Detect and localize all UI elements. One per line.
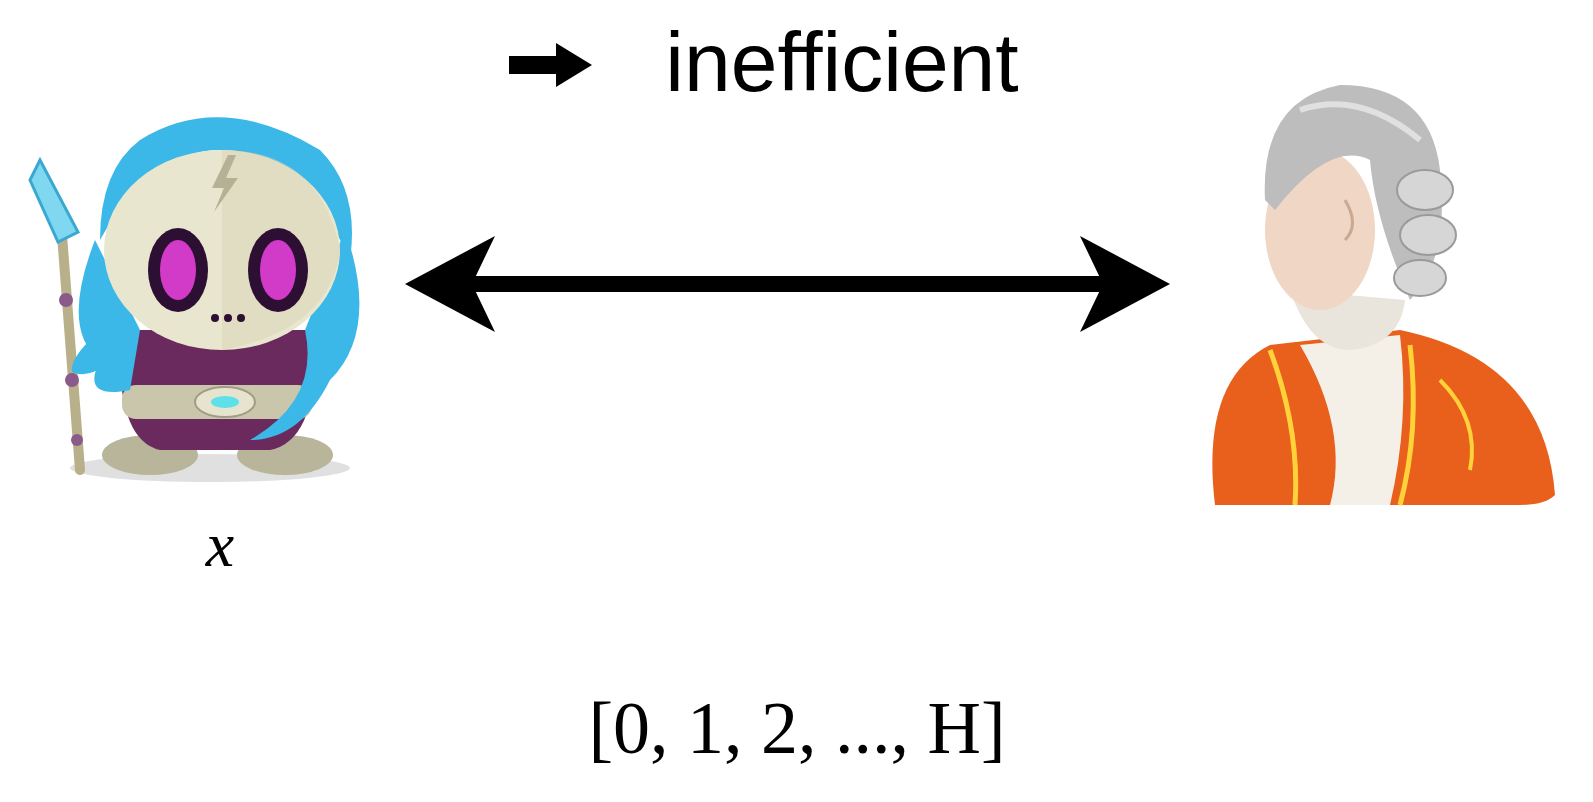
heading-label: inefficient <box>665 20 1018 104</box>
variable-label: x <box>206 513 234 577</box>
range-label: [0, 1, 2, ..., H] <box>588 691 1005 765</box>
double-arrow <box>405 236 1170 332</box>
gentleman-figure <box>1212 85 1555 505</box>
arrow-symbol <box>509 43 592 87</box>
monster-figure <box>30 117 359 482</box>
